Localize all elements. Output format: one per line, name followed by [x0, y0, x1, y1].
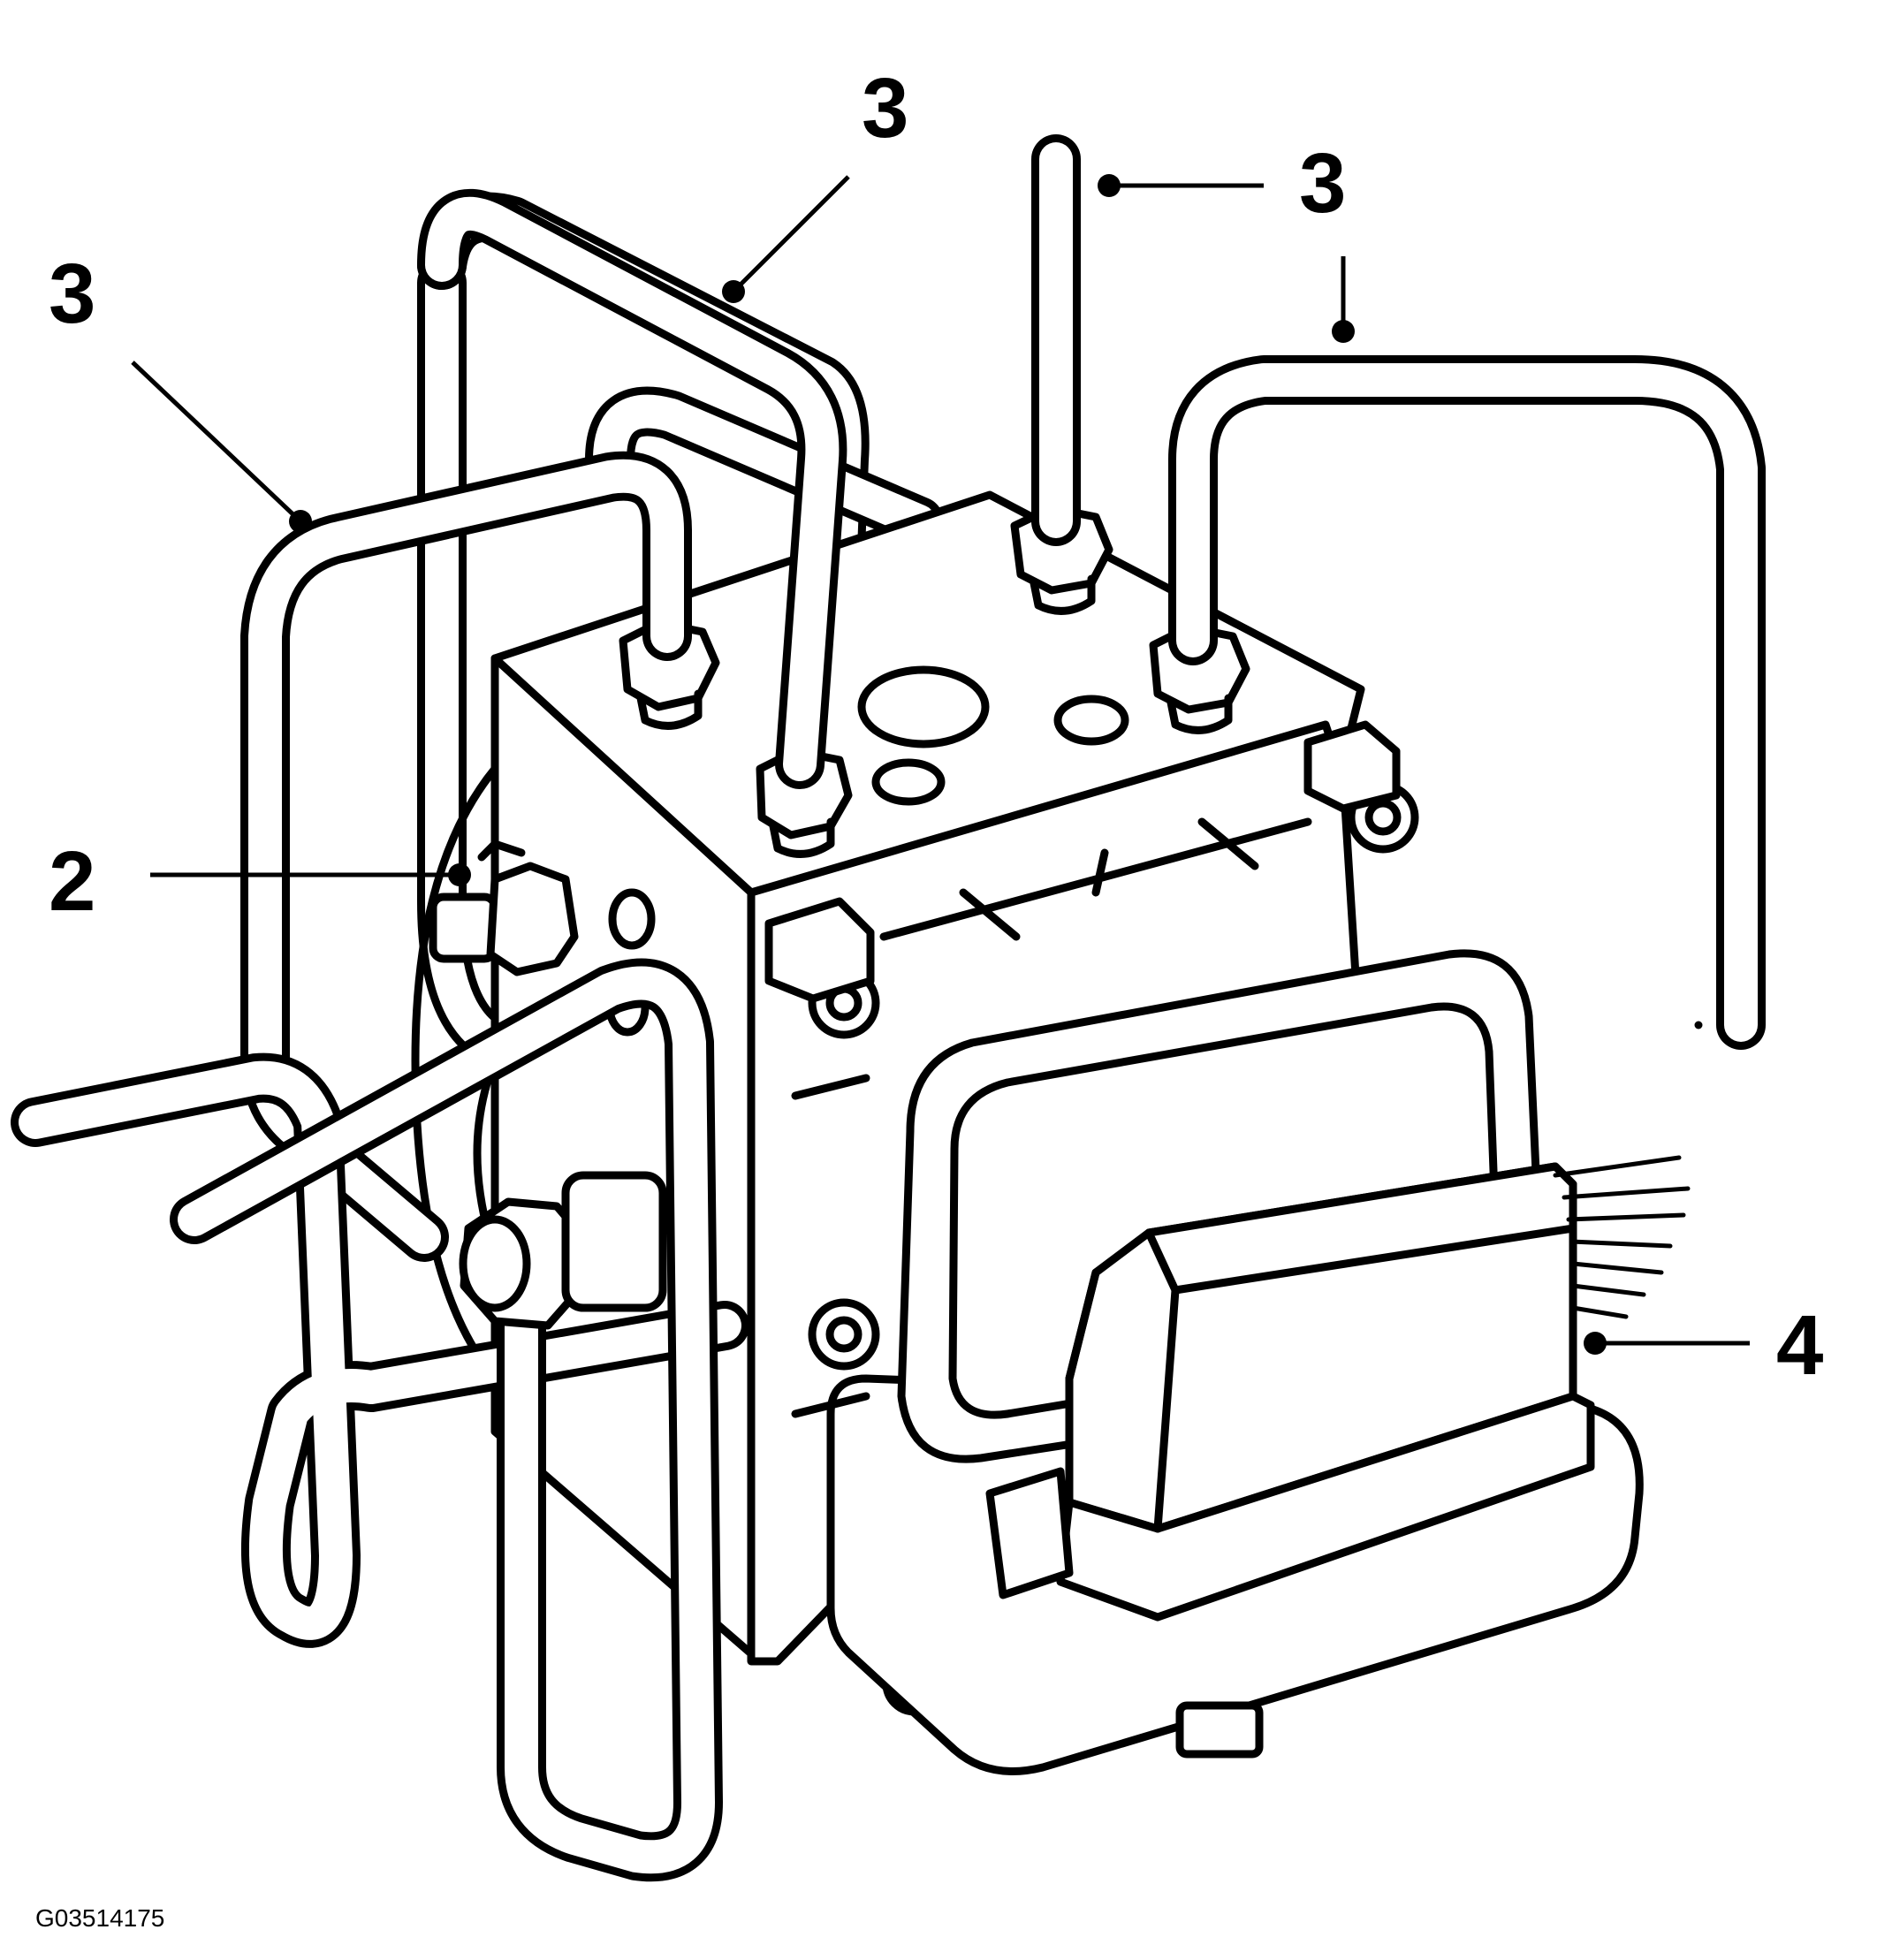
callout-3-top-right: 3 — [1299, 136, 1346, 231]
callout-2: 2 — [49, 834, 95, 929]
valve-body-details — [791, 817, 1312, 1418]
callout-4: 4 — [1776, 1298, 1823, 1393]
block-port-large — [857, 665, 990, 748]
connector-latch — [985, 1467, 1074, 1599]
callout-labels: 3 3 3 3 2 4 — [49, 61, 1823, 1393]
block-port-medium — [1053, 695, 1129, 746]
figure-id: G03514175 — [35, 1904, 164, 1932]
callout-leaders — [131, 174, 1750, 1355]
callout-3-top-left: 3 — [862, 61, 908, 156]
tray-clip — [1175, 1701, 1264, 1759]
callout-3-left: 3 — [49, 247, 95, 341]
brake-tubes-front — [240, 134, 1766, 1262]
module-connector — [1056, 1162, 1595, 1622]
wire-harness — [1553, 1155, 1691, 1319]
leader-3-left — [131, 361, 302, 523]
brake-tubes-lower — [11, 958, 749, 1882]
bleeder-bolt — [429, 839, 579, 976]
control-module — [826, 949, 1691, 1775]
mounting-hardware — [429, 720, 1419, 1716]
bolt-c — [808, 1298, 880, 1371]
block-port-small — [871, 758, 946, 806]
mount-bolt-front — [459, 1171, 667, 1330]
leader-3-top-left — [732, 175, 850, 293]
